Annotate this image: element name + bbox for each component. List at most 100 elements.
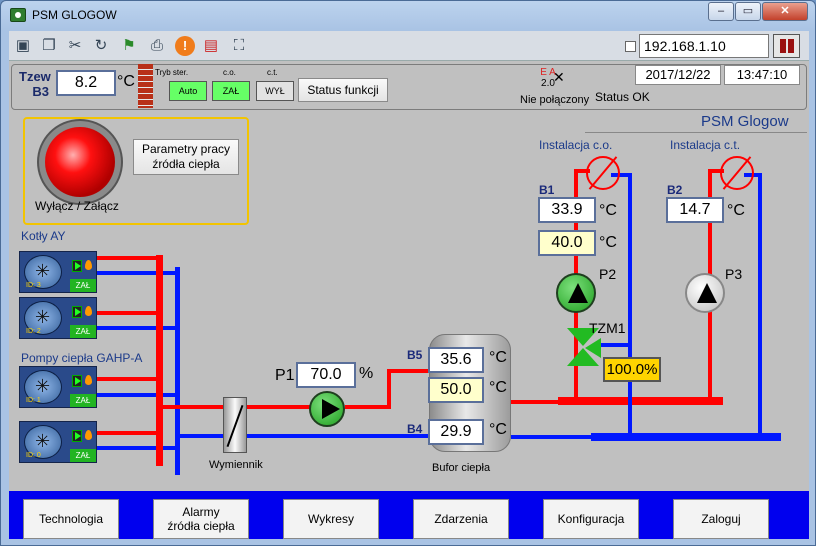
tzm1-label: TZM1 <box>589 320 626 336</box>
ct-installation-label: Instalacja c.t. <box>670 138 741 152</box>
unit-id: ID: 0 <box>26 452 41 459</box>
printer-icon[interactable]: ⎙ <box>150 37 163 54</box>
window-title: PSM GLOGOW <box>32 8 117 22</box>
ct-no-flow-icon <box>720 156 754 190</box>
pipe-hx-to-p1 <box>247 405 311 409</box>
unit-state-badge: ZAŁ <box>70 449 96 462</box>
plant-title: PSM Glogow <box>701 113 789 130</box>
pump-p3[interactable] <box>685 273 725 313</box>
nav-technologia[interactable]: Technologia <box>23 499 119 539</box>
b2-unit: °C <box>727 202 745 219</box>
heat-pump-unit-1[interactable]: ID: 1 ZAŁ <box>19 366 97 408</box>
b4-value: 29.9 <box>428 419 484 445</box>
bottom-navigation: Technologia Alarmy źródła ciepła Wykresy… <box>9 491 809 539</box>
nav-zaloguj[interactable]: Zaloguj <box>673 499 769 539</box>
run-icon <box>72 430 82 442</box>
windows-icon[interactable]: ❐ <box>42 37 56 54</box>
tzm1-opening[interactable]: 100.0% <box>603 357 661 382</box>
tank-setpoint[interactable]: 50.0 <box>428 377 484 403</box>
warning-icon[interactable]: ! <box>175 36 195 56</box>
close-button[interactable]: ✕ <box>762 2 808 21</box>
scada-client-area: ▣ ❐ ✂ ↻ ⚑ ⎙ ! ▤ ⛶ 192.168.1.10 Tzew B3 8… <box>9 31 809 539</box>
flame-icon <box>85 430 92 440</box>
ct-return-pipe <box>758 173 762 435</box>
connection-label: Nie połączony <box>520 94 590 106</box>
time-display: 13:47:10 <box>724 65 800 85</box>
ct-off-indicator[interactable]: WYŁ <box>256 81 294 101</box>
minimize-button[interactable]: – <box>708 2 734 21</box>
tzew-title: Tzew <box>19 69 51 84</box>
return-manifold <box>591 433 781 441</box>
refresh-icon[interactable]: ↻ <box>94 37 108 54</box>
mixing-valve-tzm1[interactable] <box>563 328 603 368</box>
on-off-panel <box>23 117 249 225</box>
unit-id: ID: 2 <box>26 328 41 335</box>
heat-pumps-label: Pompy ciepła GAHP-A <box>21 351 143 365</box>
fullscreen-icon[interactable]: ⛶ <box>233 37 245 54</box>
co-no-flow-icon <box>586 156 620 190</box>
flame-icon <box>85 260 92 270</box>
p1-label: P1 <box>275 367 295 384</box>
ip-address-field[interactable]: 192.168.1.10 <box>639 34 769 58</box>
status-ok-label: Status OK <box>595 90 650 104</box>
heat-exchanger-label: Wymiennik <box>209 459 263 471</box>
fan-icon <box>24 425 62 459</box>
title-bar: PSM GLOGOW – ▭ ✕ <box>1 1 815 29</box>
ea-badge: E A <box>540 67 556 78</box>
buffer-tank-label: Bufor ciepła <box>432 462 491 474</box>
nav-alarmy[interactable]: Alarmy źródła ciepła <box>153 499 249 539</box>
co-setpoint[interactable]: 40.0 <box>538 230 596 256</box>
pump-p2[interactable] <box>556 273 596 313</box>
pipe-return-4 <box>95 446 179 450</box>
nav-wykresy[interactable]: Wykresy <box>283 499 379 539</box>
flag-icon[interactable]: ⚑ <box>122 37 136 54</box>
run-icon <box>72 260 82 272</box>
pipe-return-2 <box>95 326 179 330</box>
p1-value[interactable]: 70.0 <box>296 362 356 388</box>
app-eye-icon <box>10 8 26 22</box>
tzew-value: 8.2 <box>56 70 116 96</box>
nav-zdarzenia[interactable]: Zdarzenia <box>413 499 509 539</box>
unit-id: ID: 3 <box>26 282 41 289</box>
p3-label: P3 <box>725 266 743 282</box>
boiler-unit-3[interactable]: ID: 3 ZAŁ <box>19 251 97 293</box>
b1-value: 33.9 <box>538 197 596 223</box>
boiler-unit-2[interactable]: ID: 2 ZAŁ <box>19 297 97 339</box>
heat-exchanger[interactable] <box>223 397 247 453</box>
on-off-label: Wyłącz / Załącz <box>35 199 119 213</box>
tools-icon[interactable]: ✂ <box>68 37 82 54</box>
tank-setpoint-unit: °C <box>489 379 507 396</box>
wall-icon <box>138 64 153 108</box>
b3-title: B3 <box>32 84 49 99</box>
flame-icon <box>85 375 92 385</box>
maximize-button[interactable]: ▭ <box>735 2 761 21</box>
fan-icon <box>24 370 62 404</box>
connect-button[interactable] <box>773 34 800 58</box>
ct-mode-label: c.t. <box>267 68 278 77</box>
p2-label: P2 <box>599 266 617 282</box>
on-off-switch-button[interactable] <box>45 127 115 197</box>
tzew-label: Tzew B3 <box>19 69 51 99</box>
title-divider <box>585 132 807 133</box>
pipe-p1-out <box>345 405 389 409</box>
b1-unit: °C <box>599 202 617 219</box>
co-supply-top <box>574 169 590 173</box>
pipe-tank-return <box>247 434 429 438</box>
toolbar: ▣ ❐ ✂ ↻ ⚑ ⎙ ! ▤ ⛶ 192.168.1.10 <box>9 31 809 61</box>
tryb-auto-indicator[interactable]: Auto <box>169 81 207 101</box>
pipe-supply-2 <box>95 311 161 315</box>
pipe-from-hx <box>180 434 225 438</box>
heat-source-params-button[interactable]: Parametry pracy źródła ciepła <box>133 139 239 175</box>
ip-checkbox[interactable] <box>625 41 636 52</box>
monitor-icon[interactable]: ▣ <box>15 37 31 54</box>
status-funkcji-button[interactable]: Status funkcji <box>298 78 388 102</box>
co-on-indicator[interactable]: ZAŁ <box>212 81 250 101</box>
network-error-icon[interactable]: ▤ <box>203 37 219 54</box>
pump-p1[interactable] <box>309 391 345 427</box>
pipe-riser <box>387 369 391 409</box>
fan-icon <box>24 301 62 335</box>
b5-unit: °C <box>489 349 507 366</box>
heat-pump-unit-0[interactable]: ID: 0 ZAŁ <box>19 421 97 463</box>
nav-konfiguracja[interactable]: Konfiguracja <box>543 499 639 539</box>
